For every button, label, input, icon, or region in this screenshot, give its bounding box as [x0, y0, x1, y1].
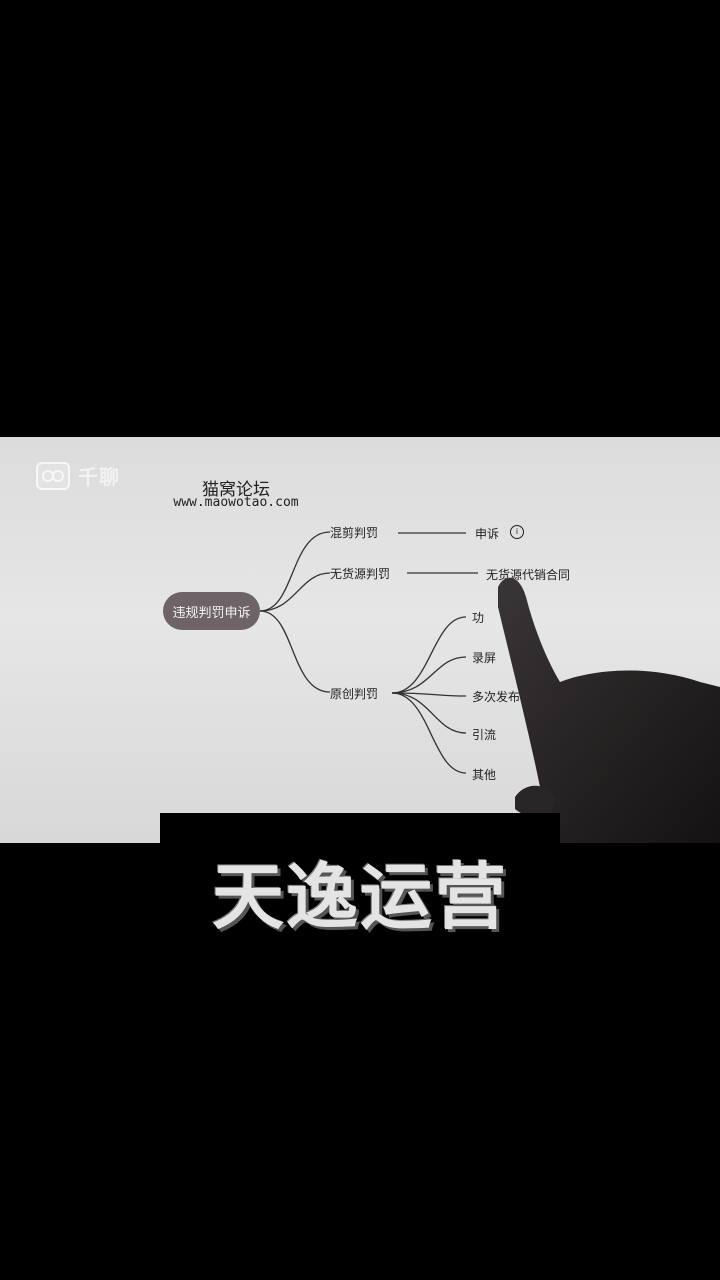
- info-icon: i: [510, 525, 524, 539]
- connector-branch-3-child-4: [391, 692, 467, 734]
- leaf-node-appeal: 申诉: [475, 527, 500, 541]
- owl-logo-icon: [36, 461, 70, 490]
- forum-url: www.maowotao.com: [173, 495, 299, 510]
- branch-node-2: 无货源判罚: [330, 567, 391, 581]
- caption-backdrop: [160, 813, 560, 843]
- watermark-logo: 千聊: [36, 461, 120, 490]
- mindmap-root-node: 违规判罚申诉: [163, 592, 260, 630]
- watermark-text: 千聊: [78, 465, 120, 489]
- connector-branch-3-child-5: [391, 692, 467, 774]
- connector-root-branch-2: [259, 572, 331, 612]
- leaf-node-1: 功: [472, 611, 485, 625]
- leaf-node-2: 录屏: [472, 651, 497, 665]
- branch-node-3: 原创判罚: [330, 687, 379, 701]
- video-caption: 天逸运营: [211, 855, 508, 939]
- connector-branch-3-child-2: [391, 656, 467, 694]
- mindmap-connectors: [259, 531, 478, 774]
- connector-root-branch-1: [259, 531, 331, 612]
- leaf-node-5: 其他: [472, 768, 497, 782]
- branch-node-1: 混剪判罚: [330, 526, 379, 540]
- leaf-node-3: 多次发布: [472, 690, 521, 704]
- forum-title: 猫窝论坛: [202, 480, 270, 500]
- video-frame: 千聊 猫窝论坛 www.maowotao.com 违规判罚申诉 混剪判罚 无货源…: [0, 437, 720, 843]
- pointing-hand-icon: [498, 577, 720, 843]
- connector-root-branch-3: [259, 610, 331, 693]
- leaf-node-4: 引流: [472, 728, 497, 742]
- connector-branch-3-child-3: [391, 692, 467, 697]
- connector-branch-3-child-1: [391, 616, 467, 694]
